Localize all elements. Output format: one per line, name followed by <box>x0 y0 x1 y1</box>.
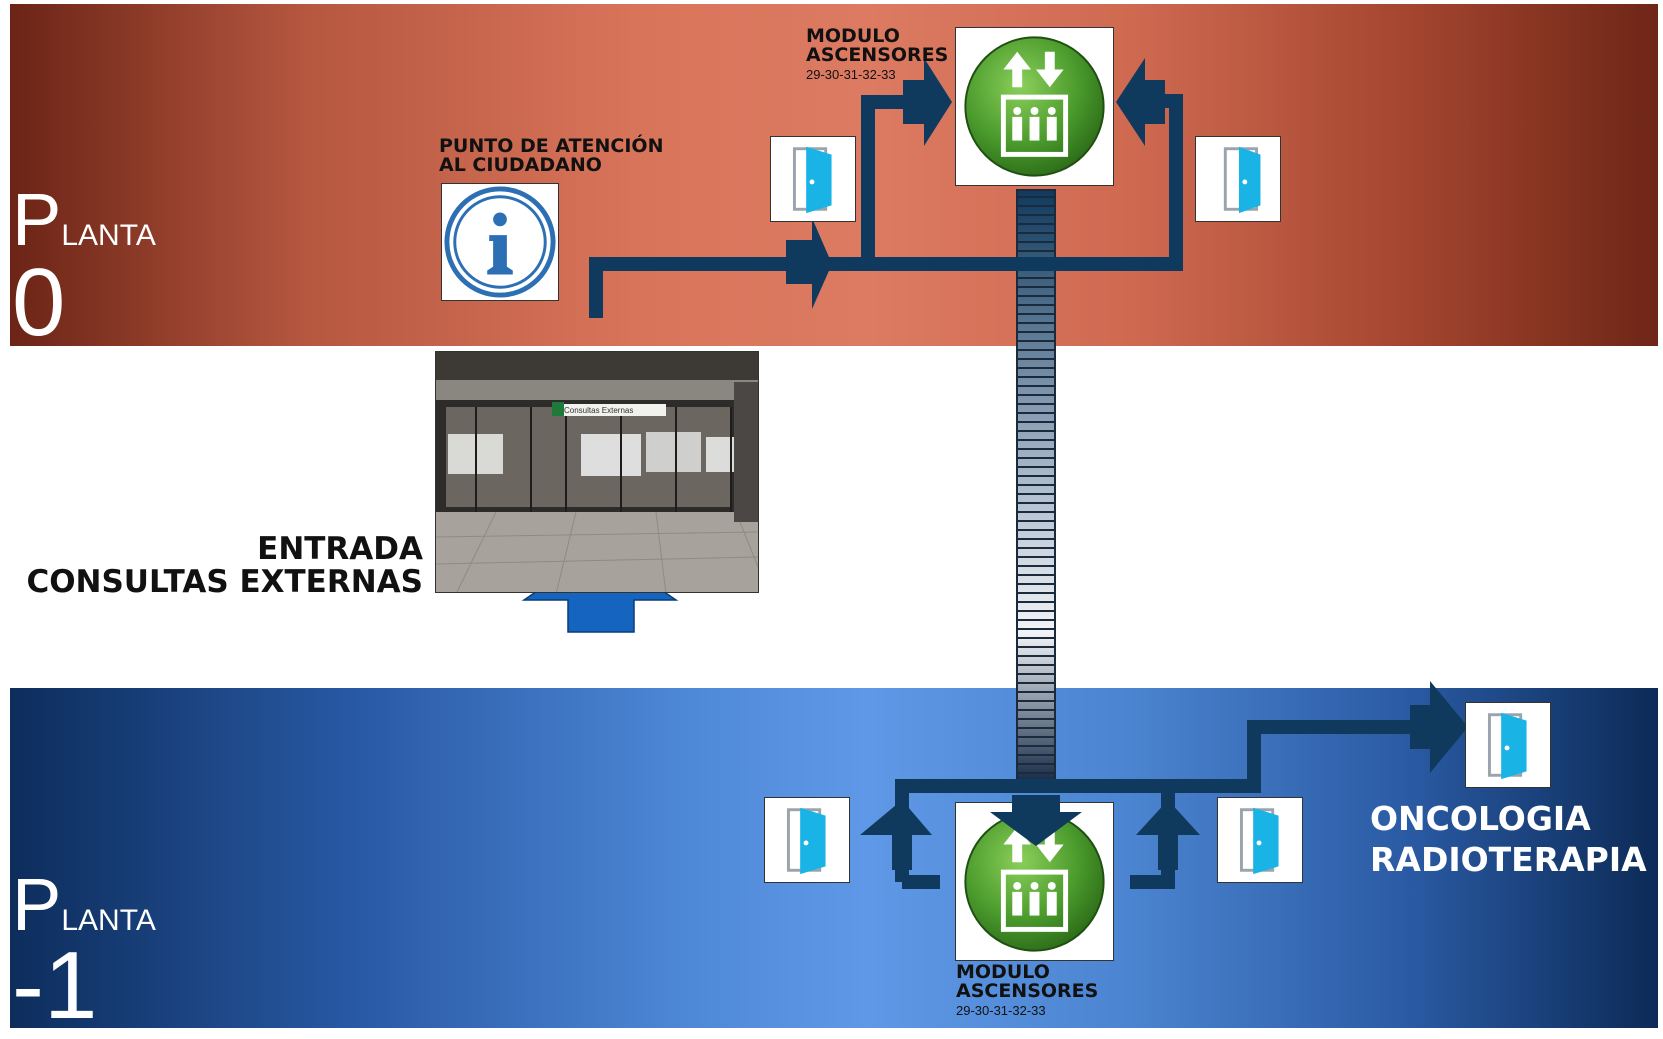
arrow-into-elevator-right <box>1116 58 1165 146</box>
modulo-bottom-numbers: 29-30-31-32-33 <box>956 1003 1046 1018</box>
door-bottom-left[interactable] <box>764 797 850 883</box>
arrow-right-corridor <box>786 218 832 309</box>
door-bottom-right[interactable] <box>1217 797 1303 883</box>
modulo-top-line2: ASCENSORES <box>806 44 949 66</box>
elevator-icon <box>964 36 1105 177</box>
planta-minus1-label: PLANTA -1 <box>12 868 156 1034</box>
door-icon <box>1487 712 1527 780</box>
door-icon <box>1239 807 1279 875</box>
atencion-line2: AL CIUDADANO <box>439 154 602 176</box>
arrow-into-elevator-left <box>903 58 952 146</box>
door-oncologia[interactable] <box>1465 702 1551 788</box>
modulo-top-numbers: 29-30-31-32-33 <box>806 67 896 82</box>
entrada-line1: ENTRADA <box>257 531 423 567</box>
arrow-up-left <box>860 800 932 870</box>
door-top-right[interactable] <box>1195 136 1281 222</box>
entrance-photo-image: Consultas Externas <box>436 352 758 592</box>
oncologia-label: ONCOLOGIA RADIOTERAPIA <box>1370 798 1647 880</box>
elevator-top[interactable] <box>955 27 1114 186</box>
atencion-line1: PUNTO DE ATENCIÓN <box>439 135 664 157</box>
door-icon <box>792 146 832 214</box>
oncologia-line1: ONCOLOGIA <box>1370 799 1591 838</box>
entrada-label: ENTRADA CONSULTAS EXTERNAS <box>26 533 423 599</box>
door-top-left[interactable] <box>770 136 856 222</box>
atencion-label: PUNTO DE ATENCIÓN AL CIUDADANO <box>439 137 663 175</box>
planta-0-rest: LANTA <box>61 219 156 252</box>
planta-0-cap: P <box>12 178 62 261</box>
modulo-top-line1: MODULO <box>806 25 900 47</box>
route-arrows-planta-0 <box>786 58 1165 309</box>
planta-0-label: PLANTA 0 <box>12 183 156 351</box>
planta-minus1-cap: P <box>12 863 62 946</box>
route-planta-0 <box>589 94 1183 318</box>
modulo-bottom-label: MODULO ASCENSORES 29-30-31-32-33 <box>956 963 1098 1020</box>
photo-sign-text: Consultas Externas <box>564 406 633 415</box>
stair-shaft <box>1016 189 1056 781</box>
info-point[interactable] <box>441 183 559 301</box>
info-icon <box>444 186 556 298</box>
entrada-line2: CONSULTAS EXTERNAS <box>26 564 423 600</box>
arrow-to-oncologia <box>1410 681 1468 773</box>
door-icon <box>1223 146 1261 214</box>
modulo-top-label: MODULO ASCENSORES 29-30-31-32-33 <box>806 27 948 84</box>
entrance-photo: Consultas Externas <box>435 351 759 593</box>
elevator-icon <box>964 811 1105 952</box>
arrow-up-right <box>1136 800 1200 870</box>
modulo-bottom-line2: ASCENSORES <box>956 980 1099 1002</box>
planta-0-number: 0 <box>12 249 66 356</box>
modulo-bottom-line1: MODULO <box>956 961 1050 983</box>
door-icon <box>786 807 826 875</box>
oncologia-line2: RADIOTERAPIA <box>1370 840 1647 879</box>
elevator-bottom[interactable] <box>955 802 1114 961</box>
planta-minus1-rest: LANTA <box>61 904 156 937</box>
planta-minus1-number: -1 <box>12 932 98 1039</box>
